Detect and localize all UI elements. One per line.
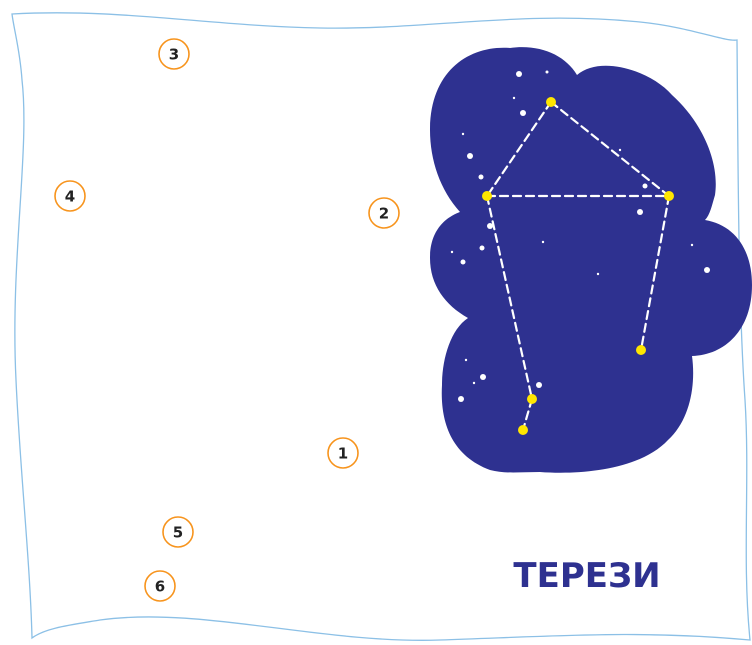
- background-star: [512, 96, 516, 100]
- constellation-star: [518, 425, 528, 435]
- background-star: [520, 110, 526, 116]
- background-star: [472, 381, 476, 385]
- constellation-line: [485, 194, 534, 401]
- background-star: [541, 240, 545, 244]
- background-star: [618, 148, 622, 152]
- background-star: [467, 153, 473, 159]
- number-badge: 5: [162, 516, 194, 548]
- number-badge-label: 6: [155, 578, 165, 596]
- background-star: [480, 374, 486, 380]
- number-badge-label: 4: [65, 188, 75, 206]
- background-star: [596, 272, 600, 276]
- constellation-line: [639, 194, 671, 352]
- number-badge: 3: [158, 38, 190, 70]
- constellation-star: [546, 97, 556, 107]
- background-star: [545, 70, 549, 74]
- background-star: [458, 396, 464, 402]
- number-badge: 6: [144, 570, 176, 602]
- constellation-star: [664, 191, 674, 201]
- number-badge-label: 2: [379, 205, 389, 223]
- background-star: [516, 71, 522, 77]
- number-badge: 1: [327, 437, 359, 469]
- number-badge: 4: [54, 180, 86, 212]
- constellation-star: [482, 191, 492, 201]
- background-star: [460, 259, 466, 265]
- number-badge-label: 5: [173, 524, 183, 542]
- background-star: [487, 223, 493, 229]
- constellation-line: [549, 100, 671, 198]
- background-star: [450, 250, 454, 254]
- constellation-star: [636, 345, 646, 355]
- background-star: [704, 267, 710, 273]
- night-sky-cloud: [430, 47, 752, 473]
- constellation-stars: [482, 97, 674, 435]
- constellation-star: [527, 394, 537, 404]
- background-star: [464, 358, 468, 362]
- background-star: [642, 183, 648, 189]
- constellation-line: [485, 100, 553, 198]
- background-star: [637, 209, 643, 215]
- background-stars: [450, 70, 710, 402]
- background-star: [536, 382, 542, 388]
- number-badge-label: 1: [338, 445, 348, 463]
- background-star: [461, 132, 465, 136]
- background-star: [690, 243, 694, 247]
- constellation-line: [521, 397, 534, 432]
- constellation-lines: [485, 100, 671, 432]
- number-badge-label: 3: [169, 46, 179, 64]
- number-badge: 2: [368, 197, 400, 229]
- background-star: [478, 174, 484, 180]
- background-star: [479, 245, 485, 251]
- constellation-title: ТЕРЕЗИ: [513, 556, 660, 596]
